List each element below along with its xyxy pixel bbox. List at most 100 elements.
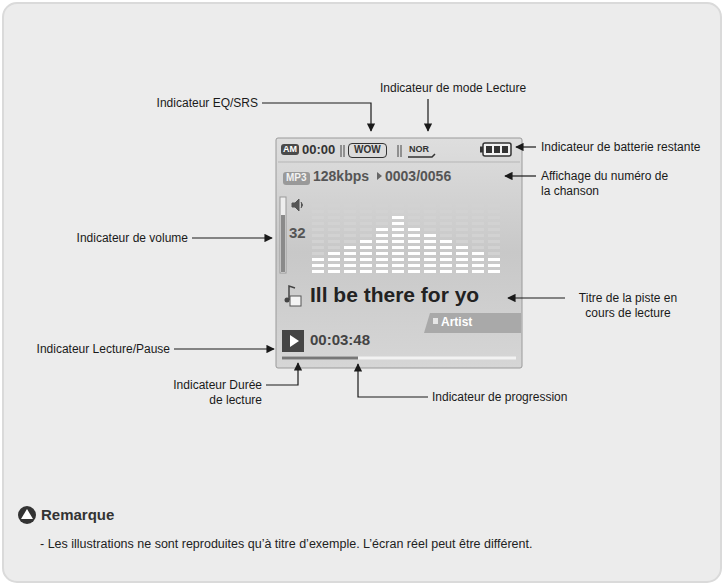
eq-segment [472, 258, 484, 261]
eq-segment [456, 228, 468, 231]
eq-segment [456, 246, 468, 249]
eq-segment [440, 258, 452, 261]
eq-segment [344, 270, 356, 273]
eq-segment [328, 204, 340, 207]
eq-segment [328, 240, 340, 243]
callout-label: Indicateur de mode Lecture [380, 81, 526, 96]
eq-segment [312, 240, 324, 243]
eq-segment [440, 240, 452, 243]
eq-segment [312, 270, 324, 273]
eq-segment [408, 246, 420, 249]
player-screen [276, 138, 522, 368]
eq-segment [488, 210, 500, 213]
eq-segment [488, 204, 500, 207]
artist-tab [424, 313, 521, 333]
eq-segment [344, 258, 356, 261]
leader-line [358, 364, 428, 397]
eq-segment [344, 216, 356, 219]
bitrate: 128kbps [313, 168, 369, 186]
eq-segment [360, 252, 372, 255]
eq-segment [392, 258, 404, 261]
mode-indicator: NOR [409, 144, 429, 155]
eq-segment [456, 234, 468, 237]
eq-segment [392, 216, 404, 219]
eq-segment [360, 228, 372, 231]
eq-segment [456, 216, 468, 219]
eq-segment [440, 210, 452, 213]
eq-segment [456, 222, 468, 225]
eq-segment [456, 240, 468, 243]
mode-underline [408, 154, 435, 157]
note-icon [18, 506, 36, 524]
note-heading: Remarque [41, 506, 114, 525]
eq-segment [472, 270, 484, 273]
eq-segment [312, 252, 324, 255]
play-icon [290, 335, 299, 347]
eq-segment [488, 240, 500, 243]
play-time: 00:03:48 [310, 331, 370, 350]
eq-segment [312, 216, 324, 219]
eq-segment [360, 210, 372, 213]
eq-segment [360, 204, 372, 207]
eq-segment [424, 264, 436, 267]
eq-segment [376, 234, 388, 237]
eq-segment [408, 264, 420, 267]
eq-segment [440, 204, 452, 207]
eq-indicator: WOW [348, 143, 387, 158]
eq-segment [424, 246, 436, 249]
eq-segment [344, 246, 356, 249]
eq-segment [472, 252, 484, 255]
eq-segment [360, 216, 372, 219]
music-icon [285, 286, 302, 306]
eq-segment [488, 264, 500, 267]
eq-segment [408, 252, 420, 255]
eq-segment [344, 252, 356, 255]
clock-badge: AM [281, 144, 299, 155]
eq-segment [440, 234, 452, 237]
play-box [282, 330, 304, 352]
eq-segment [392, 234, 404, 237]
eq-segment [408, 204, 420, 207]
progress-track [282, 357, 516, 360]
eq-segment [408, 210, 420, 213]
eq-segment [440, 216, 452, 219]
volume-level: 32 [289, 224, 306, 243]
eq-segment [328, 222, 340, 225]
eq-segment [392, 264, 404, 267]
eq-segment [312, 228, 324, 231]
eq-segment [440, 246, 452, 249]
eq-segment [408, 228, 420, 231]
eq-segment [440, 252, 452, 255]
eq-segment [424, 222, 436, 225]
leader-line [516, 146, 536, 147]
callout-label: Indicateur Durée de lecture [162, 378, 262, 408]
eq-segment [376, 240, 388, 243]
eq-segment [472, 240, 484, 243]
eq-segment [408, 216, 420, 219]
eq-segment [472, 228, 484, 231]
eq-segment [328, 234, 340, 237]
eq-segment [360, 258, 372, 261]
eq-segment [440, 222, 452, 225]
eq-segment [488, 270, 500, 273]
eq-segment [312, 258, 324, 261]
callout-label: Indicateur de progression [432, 390, 567, 405]
eq-segment [328, 216, 340, 219]
eq-segment [312, 246, 324, 249]
leader-line [174, 348, 274, 349]
eq-segment [488, 246, 500, 249]
eq-segment [472, 264, 484, 267]
eq-segment [424, 228, 436, 231]
eq-segment [424, 234, 436, 237]
eq-segment [376, 258, 388, 261]
eq-segment [424, 240, 436, 243]
eq-segment [376, 252, 388, 255]
leader-lines [174, 99, 565, 397]
eq-segment [392, 210, 404, 213]
eq-segment [408, 270, 420, 273]
eq-segment [392, 246, 404, 249]
eq-segment [328, 264, 340, 267]
eq-segment [408, 258, 420, 261]
eq-segment [360, 264, 372, 267]
eq-segment [488, 228, 500, 231]
